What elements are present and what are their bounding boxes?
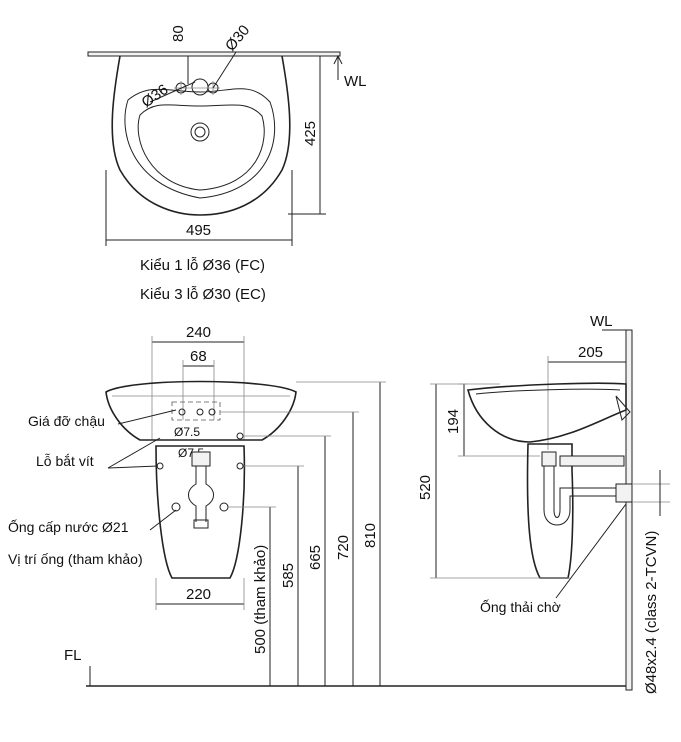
side-supply-hose [559, 455, 625, 467]
top-view: 80 Ø30 Ø36 WL 425 495 Kiểu 1 lỗ Ø36 (FC)… [87, 22, 367, 303]
basin-outline-side [466, 382, 627, 443]
leader-screw-upper [107, 437, 161, 469]
basin-bowl-inner-top [137, 104, 265, 191]
tap-hole-center [191, 78, 209, 96]
side-view: WL 205 194 520 Ø48x2.4 (class 2-TCVN) Ốn… [417, 313, 670, 694]
dim-36-leader [149, 81, 196, 103]
side-wall-fitting [615, 483, 633, 503]
dim-bracket-outer: 240 [186, 324, 211, 341]
dim-pipe-ref: 500 (tham khảo) [252, 545, 269, 654]
basin-bowl-top [124, 88, 276, 199]
supply-pipe-left [171, 502, 181, 512]
caption-three-hole: Kiểu 3 lỗ Ø30 (EC) [140, 286, 266, 303]
dim-hole-small: Ø30 [222, 22, 253, 55]
leader-bracket [117, 409, 177, 425]
dim-810: 810 [362, 523, 379, 548]
caption-one-hole: Kiểu 1 lỗ Ø36 (FC) [140, 257, 265, 274]
dim-665: 665 [307, 545, 324, 570]
drain-trap-base [193, 519, 209, 529]
drain-hole-top [190, 122, 210, 142]
screw-mark-right [236, 432, 244, 440]
front-view: 240 68 Ø7.5 Ø7.5 220 FL [8, 324, 632, 687]
dim-hole-spacing: 80 [170, 25, 187, 42]
leader-screw-lower [107, 465, 159, 469]
wall-counter-line [87, 51, 341, 57]
drain-hole-inner-top [194, 126, 206, 138]
wl-marker-arrow [333, 54, 343, 65]
wl-label-side: WL [590, 313, 613, 330]
dim-bolt: Ø7.5 [174, 425, 200, 439]
dim-194: 194 [445, 409, 462, 434]
label-screw-hole: Lỗ bắt vít [36, 453, 94, 469]
label-supply-position: Vị trí ống (tham khảo) [8, 551, 143, 567]
wall-side [625, 329, 633, 691]
dim-30-leader [212, 51, 237, 89]
bracket-bolt-center [196, 408, 204, 416]
dim-205: 205 [578, 344, 603, 361]
drain-trap-front [188, 466, 214, 522]
pedestal-screw-right [236, 462, 244, 470]
basin-outline-top [111, 55, 291, 216]
side-drain-nut [541, 451, 557, 467]
bracket-bolt-left [178, 408, 186, 416]
label-drain: Ống thải chờ [480, 598, 561, 615]
label-supply: Ống cấp nước Ø21 [8, 518, 129, 535]
leader-supply [149, 509, 177, 531]
dim-pedestal-bottom: 220 [186, 586, 211, 603]
basin-outline-front [105, 380, 297, 441]
leader-drain [555, 503, 627, 599]
dim-depth: 425 [302, 121, 319, 146]
bracket-bolt-right [208, 408, 216, 416]
dim-720: 720 [335, 535, 352, 560]
dim-520: 520 [417, 475, 434, 500]
label-drain-pipe: Ø48x2.4 (class 2-TCVN) [643, 531, 660, 694]
dim-width: 495 [186, 222, 211, 239]
basin-overflow-side [615, 395, 631, 421]
fl-label: FL [64, 647, 82, 664]
label-bracket: Giá đỡ chậu [28, 413, 105, 429]
basin-inner-side [475, 388, 621, 395]
dim-bracket-inner: 68 [190, 348, 207, 365]
dim-hole-large: Ø36 [139, 81, 172, 111]
pedestal-outline [155, 445, 246, 579]
side-drain-trap [543, 466, 626, 526]
wl-label-top: WL [344, 73, 367, 90]
dim-585: 585 [280, 563, 297, 588]
supply-pipe-right [219, 502, 229, 512]
drain-trap-nut [191, 451, 211, 467]
